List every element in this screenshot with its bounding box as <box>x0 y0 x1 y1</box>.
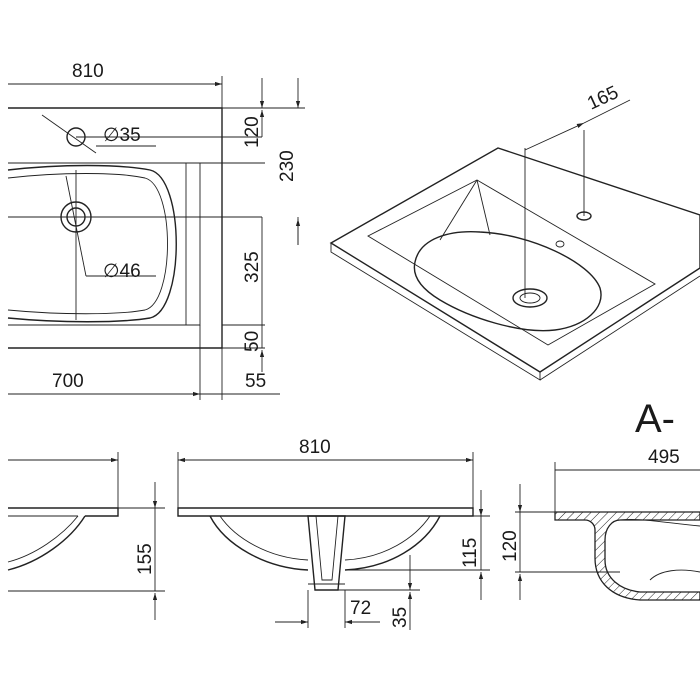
top-view: 810 700 55 120 230 325 50 ∅35 ∅46 <box>7 61 305 400</box>
isometric-view: 165 <box>329 82 700 381</box>
section-hatch <box>554 511 700 601</box>
iso-drain <box>512 288 548 308</box>
section-label: A- <box>635 397 675 441</box>
dim-810-top: 810 <box>72 61 104 82</box>
front-slab <box>177 507 474 517</box>
dim-810-front: 810 <box>299 437 331 458</box>
side-slab <box>8 507 119 517</box>
dim-72: 72 <box>350 598 371 619</box>
dim-120-top: 120 <box>242 116 263 148</box>
dim-drain-diameter: ∅46 <box>103 261 141 282</box>
front-bowl-left <box>209 515 309 571</box>
dim-495: 495 <box>648 447 680 468</box>
basin-bowl <box>7 164 177 323</box>
dim-120-section: 120 <box>500 530 521 562</box>
iso-bowl <box>413 231 602 332</box>
dim-230: 230 <box>277 150 298 182</box>
section-view: A- 495 120 <box>500 397 700 601</box>
front-drain <box>307 515 346 591</box>
dim-700: 700 <box>52 371 84 392</box>
top-view-outline <box>8 107 223 349</box>
dim-35: 35 <box>390 607 411 628</box>
dim-165: 165 <box>584 82 622 114</box>
front-bowl-right <box>344 515 441 571</box>
iso-basin-rim <box>367 179 656 346</box>
dim-tap-diameter: ∅35 <box>103 125 141 146</box>
dim-55: 55 <box>245 371 266 392</box>
dim-155: 155 <box>135 543 156 575</box>
basin-rim <box>8 162 201 326</box>
dim-50: 50 <box>242 331 263 352</box>
side-view-left: 155 <box>7 452 165 620</box>
dim-325: 325 <box>242 251 263 283</box>
dim-115: 115 <box>460 538 481 568</box>
drain-hole <box>60 201 92 233</box>
front-view: 810 115 72 35 <box>177 437 490 630</box>
iso-outline <box>329 147 700 373</box>
